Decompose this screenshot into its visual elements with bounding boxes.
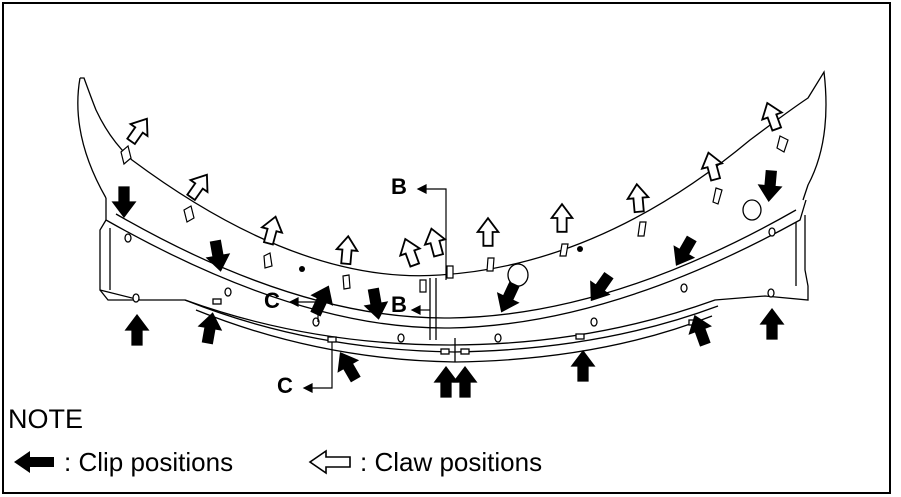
clip-arrow-8 (756, 169, 784, 203)
claw-arrow-5 (394, 234, 426, 270)
clip-arrow-13 (453, 366, 477, 398)
clip-arrow-14 (571, 350, 595, 382)
claw-arrow-1 (121, 111, 157, 149)
clip-arrow-16 (760, 308, 784, 340)
claw-arrow-8 (550, 203, 574, 233)
clip-arrow-2 (203, 238, 233, 274)
claw-arrow-3 (257, 213, 287, 247)
clip-arrow-3 (304, 281, 340, 319)
label-c-upper: C (264, 288, 280, 313)
note-title: NOTE (8, 404, 84, 434)
legend-claw-text: : Claw positions (360, 446, 543, 477)
leader-lines (288, 184, 447, 393)
claw-tabs (120, 135, 789, 293)
label-b-upper: B (391, 174, 407, 199)
claw-arrow-7 (476, 217, 500, 247)
claw-arrow-6 (420, 225, 450, 259)
clip-arrows (112, 169, 784, 398)
solid-arrow-icon (14, 451, 54, 473)
dots (299, 246, 583, 272)
legend-claw: : Claw positions (308, 446, 542, 478)
label-b-lower: B (391, 292, 407, 317)
bumper-outline (77, 70, 827, 363)
clip-arrow-4 (361, 286, 391, 322)
clip-arrow-15 (683, 311, 717, 349)
outline-arrow-icon (308, 449, 351, 475)
clip-arrow-9 (125, 314, 149, 346)
label-c-lower: C (277, 373, 293, 398)
claw-arrow-4 (334, 234, 360, 266)
legend-clip: : Clip positions (12, 446, 233, 478)
legend-clip-text: : Clip positions (64, 446, 234, 477)
clip-arrow-1 (112, 186, 136, 218)
claw-arrow-9 (625, 182, 651, 214)
clip-arrow-10 (195, 310, 225, 346)
